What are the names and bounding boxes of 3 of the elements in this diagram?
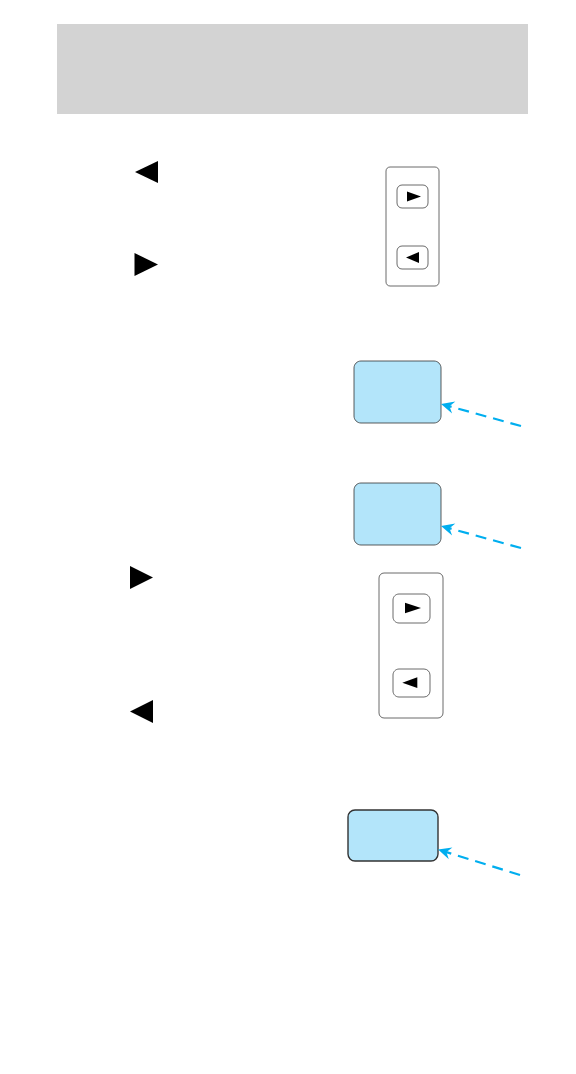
button: [353, 360, 442, 424]
button: [347, 809, 439, 862]
button: [353, 482, 442, 546]
